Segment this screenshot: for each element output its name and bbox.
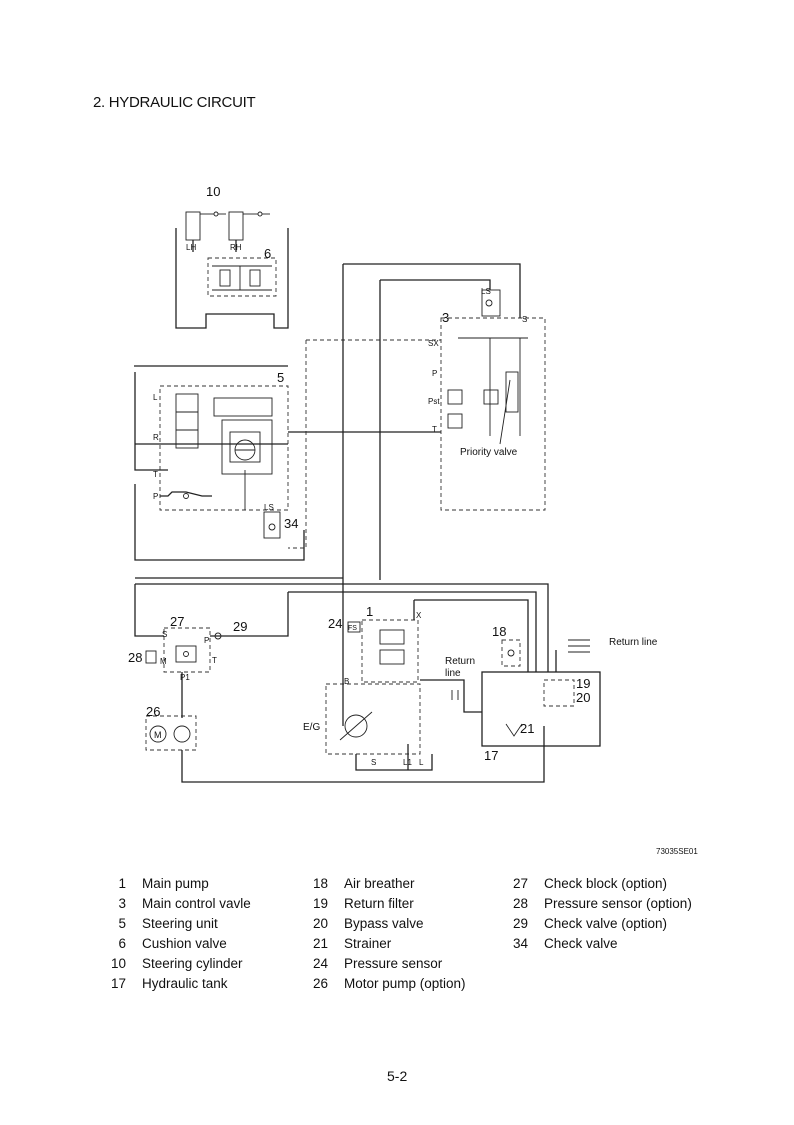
label-fs: FS — [348, 625, 357, 632]
label-rh: RH — [230, 243, 242, 252]
label-t-27: T — [212, 656, 217, 665]
label-34: 34 — [284, 516, 298, 531]
label-5: 5 — [277, 370, 284, 385]
main-pump — [339, 621, 405, 741]
label-p-3: P — [432, 369, 437, 378]
label-10: 10 — [206, 184, 220, 199]
label-return-line-left: Return — [445, 656, 475, 667]
label-21: 21 — [520, 721, 534, 736]
label-priority-valve: Priority valve — [460, 447, 518, 458]
label-19: 19 — [576, 676, 590, 691]
main-control-valve — [447, 289, 528, 436]
label-b: B — [344, 677, 349, 686]
label-l: L — [419, 758, 424, 767]
label-port-l: L — [153, 393, 158, 402]
label-29: 29 — [233, 619, 247, 634]
label-port-t: T — [153, 470, 158, 479]
label-ls-3: LS — [481, 287, 491, 296]
figure-code: 73035SE01 — [656, 847, 698, 856]
label-s-1: S — [371, 758, 376, 767]
label-sx: SX — [428, 339, 439, 348]
label-return-line-left-2: line — [445, 668, 461, 679]
label-s-27: S — [162, 630, 167, 639]
check-block — [175, 645, 197, 663]
label-x: X — [416, 611, 422, 620]
label-18: 18 — [492, 624, 506, 639]
page-title: 2. HYDRAULIC CIRCUIT — [93, 94, 256, 111]
label-3: 3 — [442, 310, 449, 325]
label-motor-m: M — [154, 730, 162, 740]
label-eg: E/G — [303, 722, 320, 733]
label-port-p: P — [153, 492, 158, 501]
label-t-3: T — [432, 425, 437, 434]
steering-cylinder-group — [185, 211, 270, 252]
label-return-line-right: Return line — [609, 637, 658, 648]
label-6: 6 — [264, 246, 271, 261]
page-number: 5-2 — [387, 1068, 408, 1084]
label-20: 20 — [576, 690, 590, 705]
label-17: 17 — [484, 748, 498, 763]
label-s-3: S — [522, 315, 527, 324]
label-ls-34: LS — [264, 503, 274, 512]
label-26: 26 — [146, 704, 160, 719]
label-p1: P1 — [180, 673, 190, 682]
label-1: 1 — [366, 604, 373, 619]
label-lh: LH — [186, 243, 196, 252]
label-m-28: M — [160, 657, 167, 666]
label-28: 28 — [128, 650, 142, 665]
label-pst: Pst — [428, 397, 440, 406]
label-24: 24 — [328, 616, 342, 631]
label-27: 27 — [170, 614, 184, 629]
steering-unit — [175, 393, 273, 510]
label-port-r: R — [153, 433, 159, 442]
cushion-valve — [212, 265, 272, 291]
label-p-27: P — [204, 636, 209, 645]
